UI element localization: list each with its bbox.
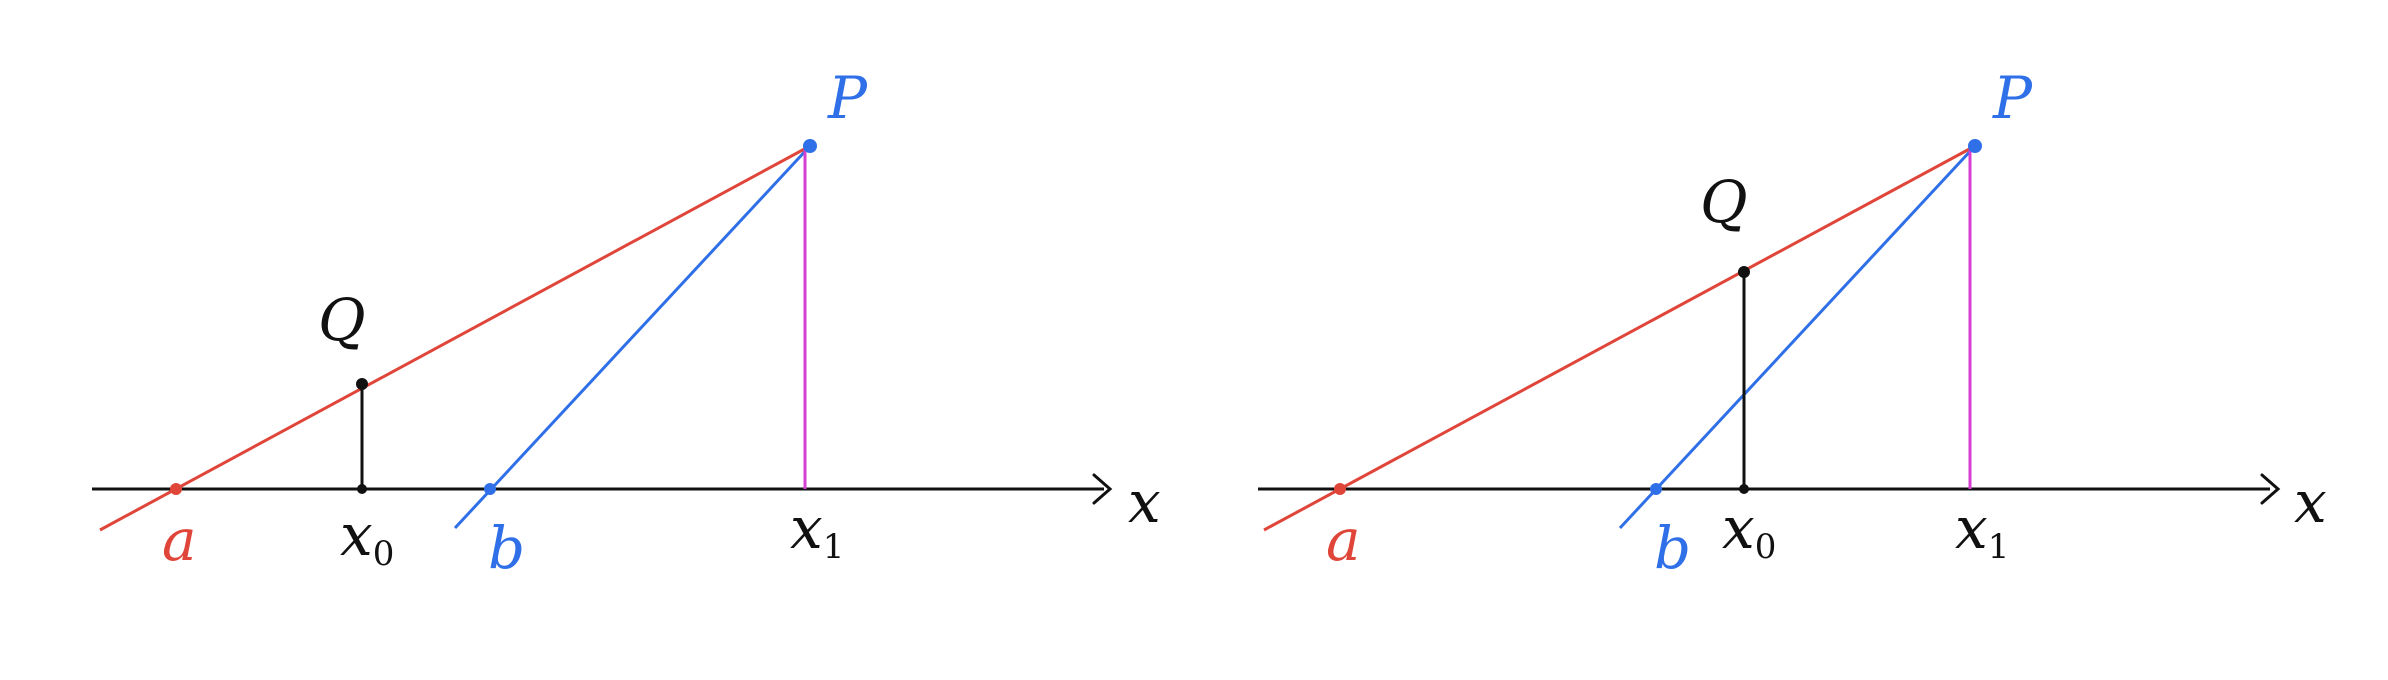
left-label-x0: x0 <box>340 501 394 574</box>
left-x-axis-arrow <box>1092 473 1113 505</box>
left-point-x0 <box>357 484 367 494</box>
left-point-a <box>170 483 182 495</box>
left-point-b <box>484 483 496 495</box>
right-label-Q: Q <box>1700 168 1748 236</box>
right-x-axis-arrow <box>2260 473 2281 505</box>
left-point-P <box>803 139 817 153</box>
left-label-P: P <box>827 64 868 132</box>
left-label-b: b <box>488 514 525 582</box>
right-label-x1: x1 <box>1955 494 2009 567</box>
left-axis-label: x <box>1128 468 1161 536</box>
right-label-P: P <box>1992 64 2033 132</box>
right-label-a: a <box>1326 506 1361 574</box>
right-red-line <box>1263 144 1976 532</box>
right-point-a <box>1334 483 1346 495</box>
right-axis-label: x <box>2294 468 2327 536</box>
left-diagram: a x0 b x1 x P Q <box>92 64 1161 582</box>
right-diagram: a b x0 x1 x P Q <box>1258 64 2327 582</box>
left-label-a: a <box>162 506 197 574</box>
right-label-b: b <box>1654 514 1691 582</box>
left-point-Q <box>356 378 368 390</box>
right-point-b <box>1650 483 1662 495</box>
left-label-x1: x1 <box>790 494 844 567</box>
left-blue-line <box>453 144 812 530</box>
right-point-P <box>1968 139 1982 153</box>
right-label-x0: x0 <box>1722 494 1776 567</box>
right-point-Q <box>1738 266 1750 278</box>
right-blue-line <box>1618 144 1977 530</box>
right-point-x0 <box>1739 484 1749 494</box>
left-red-line <box>99 144 811 532</box>
left-label-Q: Q <box>318 286 366 354</box>
